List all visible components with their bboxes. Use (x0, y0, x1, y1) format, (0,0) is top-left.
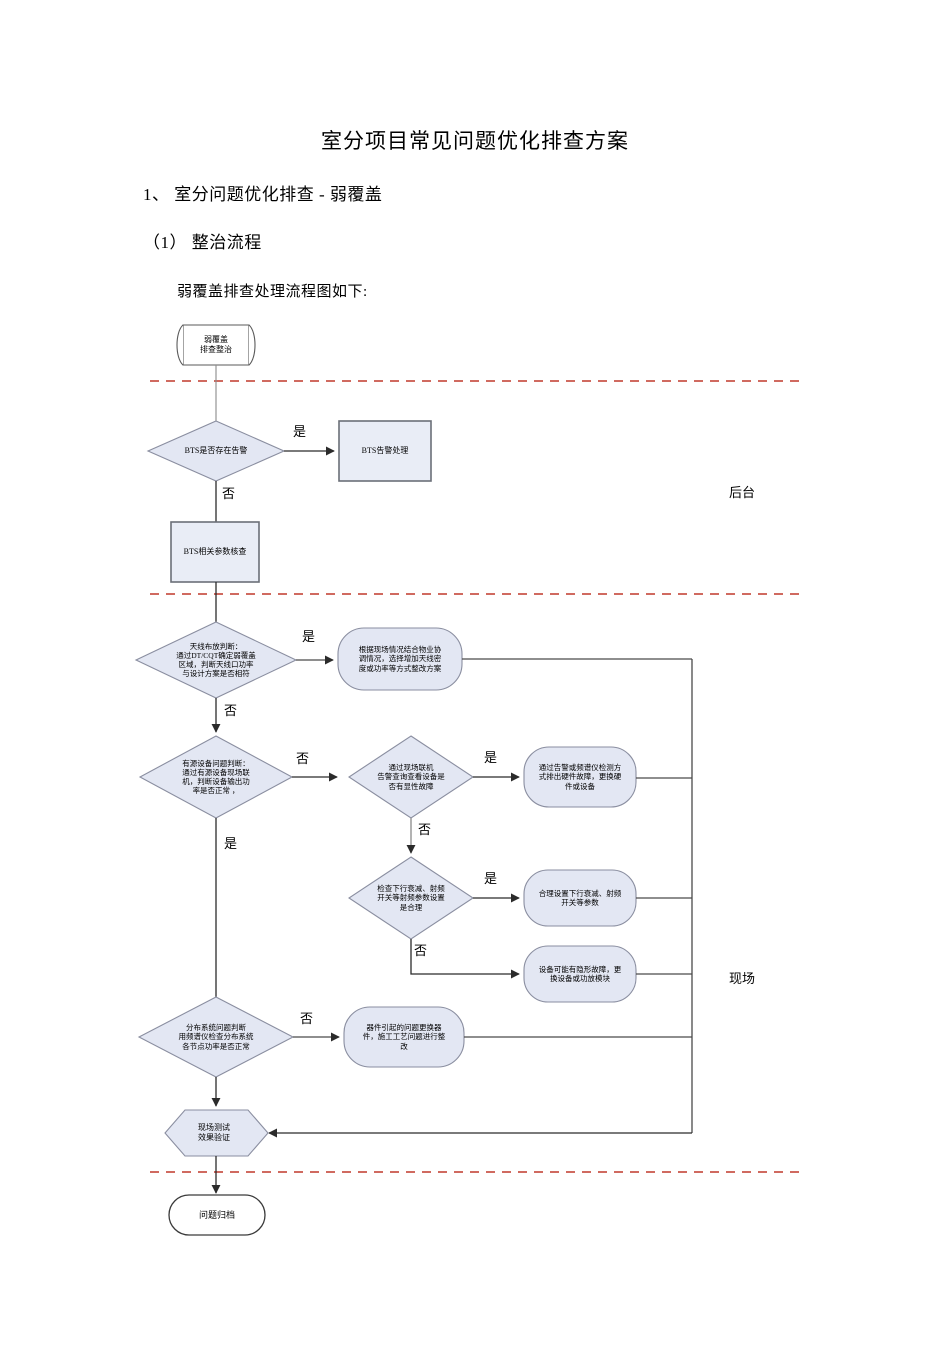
zone-label-onsite: 现场 (729, 971, 756, 986)
edge-label-bts-alarm-no: 否 (222, 486, 236, 501)
zone-label-backend: 后台 (729, 485, 756, 500)
edge-label-antenna-yes: 是 (302, 629, 316, 644)
edge-label-active-dev-no: 否 (296, 751, 310, 766)
edge-label-rf-param-yes: 是 (484, 871, 498, 886)
edge-rf-param-no (410, 939, 520, 979)
node-rf-param-decision-shape (348, 856, 474, 940)
node-bts-alarm-decision-shape (146, 420, 286, 482)
node-archive-shape (168, 1194, 266, 1236)
node-active-dev-decision-shape (138, 735, 294, 819)
node-bts-alarm-process-shape (338, 420, 432, 482)
edge-label-active-dev-yes: 是 (224, 836, 238, 851)
body-paragraph: 弱覆盖排查处理流程图如下: (177, 284, 368, 300)
node-rf-param-action-shape (523, 869, 637, 927)
heading-section-1: 1、 室分问题优化排查 - 弱覆盖 (143, 185, 383, 204)
node-antenna-decision-shape (134, 621, 298, 699)
edge-label-visible-fault-no: 否 (418, 822, 432, 837)
edge-label-das-no: 否 (300, 1011, 314, 1026)
node-antenna-action-shape (337, 627, 463, 691)
node-hardware-action-shape (523, 746, 637, 808)
node-start-shape (176, 324, 256, 366)
node-bts-param-check-shape (170, 521, 260, 583)
edge-label-bts-alarm-yes: 是 (293, 424, 307, 439)
node-hidden-fault-action-shape (523, 945, 637, 1003)
page-title: 室分项目常见问题优化排查方案 (321, 129, 629, 153)
edge-label-rf-param-no: 否 (414, 943, 428, 958)
flowchart-svg (134, 324, 800, 1236)
flowchart: 弱覆盖 排查整治 BTS是否存在告警 BTS告警处理 BTS相关参数核查 天线布… (0, 300, 950, 1260)
node-visible-fault-decision-shape (348, 735, 474, 819)
edge-label-visible-fault-yes: 是 (484, 750, 498, 765)
node-verify-shape (164, 1109, 269, 1157)
node-das-decision-shape (137, 996, 295, 1078)
node-das-action-shape (343, 1006, 465, 1068)
heading-subsection-1: （1） 整治流程 (143, 233, 262, 252)
edge-label-antenna-no: 否 (224, 703, 238, 718)
